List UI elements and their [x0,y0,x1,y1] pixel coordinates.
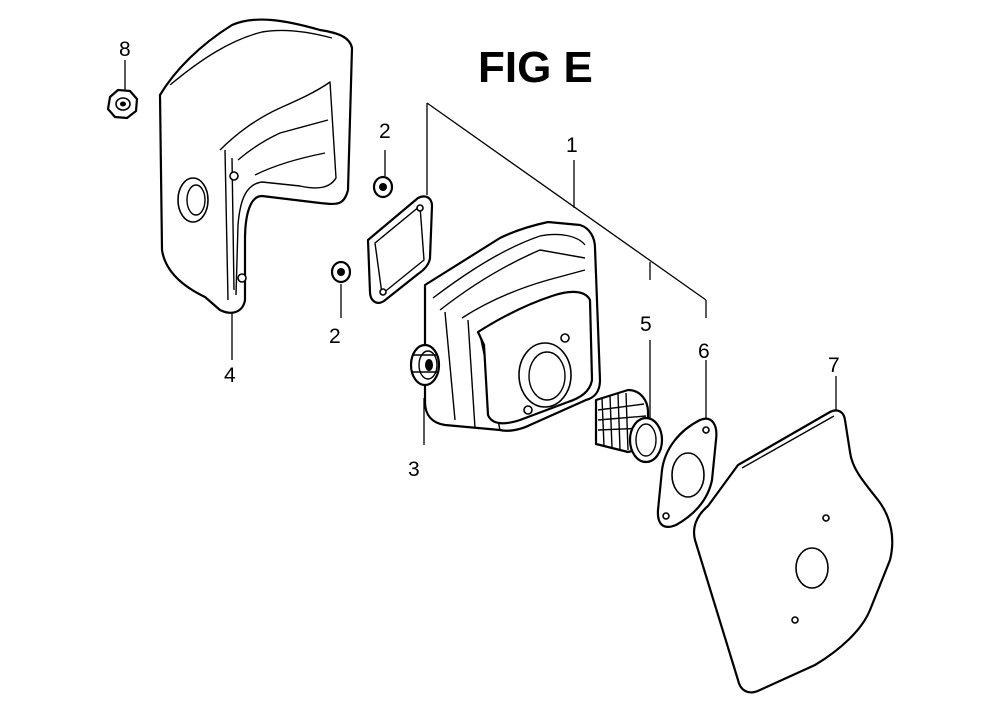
part-1-group-bracket [426,102,707,318]
part-cover-gasket [366,195,434,304]
figure-title: FIG E [478,43,593,92]
callout-2-lower: 2 [329,325,341,348]
callout-8: 8 [119,38,131,61]
callout-1: 1 [566,134,578,157]
callout-6: 6 [698,340,710,363]
part-3-muffler-body [409,220,602,432]
callout-7: 7 [828,354,840,377]
part-5-spark-arrester [594,388,664,464]
callout-4: 4 [224,364,236,387]
callout-2-upper: 2 [379,120,391,143]
part-8-flange-nut [106,88,139,120]
part-7-heat-shield [692,409,894,694]
callout-3: 3 [408,458,420,481]
callout-5: 5 [640,313,652,336]
part-6-muffler-gasket [656,417,718,528]
part-2-washer-upper [372,175,394,199]
part-2-washer-lower [330,260,352,284]
part-4-muffler-protector [158,18,354,314]
